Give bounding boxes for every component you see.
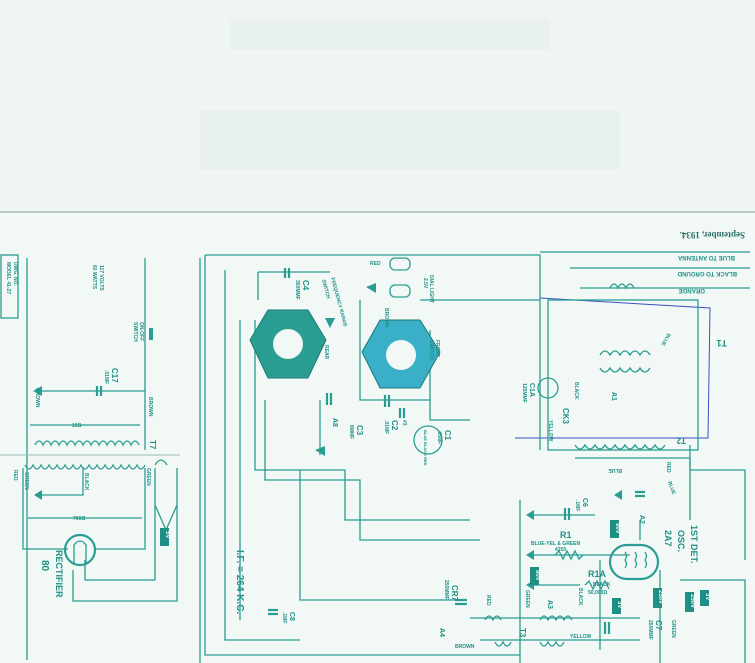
a4-label: A4 <box>438 628 445 637</box>
brown-label-osc: BROWN <box>455 644 475 650</box>
yellow-label: YELLOW <box>570 634 592 640</box>
brown-wire-label: BROWN <box>383 308 389 328</box>
osc-blue-label: BLUE <box>666 481 677 496</box>
date-text: September, 1934. <box>680 230 745 240</box>
c6-label: C6 <box>581 498 588 507</box>
power-supply-section: DWG. NO. MODEL 41-27 117 VOLTS 60 WATTS … <box>0 254 201 663</box>
r1-colors: BLUE-YEL & GREEN <box>531 541 580 547</box>
red-label-osc: RED <box>485 595 491 606</box>
c2-label: C2 <box>390 420 399 431</box>
faded-diagram <box>200 110 620 170</box>
c4-value: 350MMF <box>294 280 300 300</box>
rectifier-label: RECTIFIER <box>54 550 64 598</box>
front-switch-label: FRONT <box>434 340 440 357</box>
t1-black-label: BLACK <box>573 382 579 400</box>
c6-value: .1MF <box>574 500 580 511</box>
brown-label-right: BROWN <box>147 397 153 417</box>
c2-number: #3 <box>401 420 407 426</box>
r1-value: 4250 <box>555 547 566 553</box>
dwg-no-label: DWG. NO. <box>12 262 18 286</box>
osc-tube <box>608 543 660 581</box>
a8-label: A8 <box>331 418 338 427</box>
voltage-badge-250v-a: 250V <box>657 590 663 604</box>
a1-label: A1 <box>610 392 617 401</box>
dial-light-label: DIAL LIGHT <box>428 275 434 303</box>
cr7-value: 250MMF <box>443 580 449 600</box>
rear-label: REAR <box>323 345 329 360</box>
model-label: MODEL 41-27 <box>5 262 11 294</box>
c7-value: 250MMF <box>647 620 653 640</box>
c1a-value: 125MMF <box>521 383 527 403</box>
switch-label-2: SWITCH <box>132 322 138 342</box>
faded-text-block <box>230 20 550 50</box>
c17-label: C17 <box>110 368 119 383</box>
filament-voltage-badge: 5V <box>164 531 170 538</box>
c1-value: .05MF <box>436 430 442 444</box>
voltage-badge-90v-a: 90V <box>614 523 620 534</box>
r1-label: R1 <box>560 530 572 540</box>
a2-label: A2 <box>638 515 645 524</box>
c1-label: C1 <box>443 430 452 441</box>
dial-light-voltage: 2.5V <box>422 278 428 289</box>
front-switch-label-2: SWITCH <box>428 340 434 360</box>
r700-label: 700Ω <box>73 516 85 522</box>
tube-label-2: OSC. <box>676 530 686 552</box>
c1-colors: BLUE BLACK RED <box>423 430 428 466</box>
tube-label-3: 2A7 <box>663 530 673 547</box>
r1a-label: R1A <box>588 569 607 579</box>
c8-capacitor: C8 .1MF <box>268 608 295 623</box>
t1-label: T1 <box>716 338 727 348</box>
blue-to-antenna-label: BLUE TO ANTENNA <box>677 254 735 260</box>
black-to-ground-label: BLACK TO GROUND <box>677 270 737 276</box>
green-label-osc: GREEN <box>524 590 530 608</box>
t3-label: T3 <box>518 628 527 638</box>
tube-label-1: 1ST DET. <box>689 525 699 564</box>
antenna-coil-section: T1 BLUE BLACK A1 C1A 125MMF CK3 YELLOW T… <box>521 299 727 520</box>
voltage-badge-3v-b: 3V <box>704 593 710 600</box>
t7-label: T7 <box>148 440 157 450</box>
rectifier-type: 80 <box>39 560 50 572</box>
c3-value: 8MMF <box>348 425 354 439</box>
green-label-left: GREEN <box>23 472 29 490</box>
c2-value: .01MF <box>383 420 389 434</box>
red-wire-label: RED <box>370 261 381 267</box>
t1-yellow-label: YELLOW <box>547 420 553 442</box>
t2-label: T2 <box>676 436 686 445</box>
oscillator-section: R1 BLUE-YEL & GREEN 4250 1ST DET. OSC. 2… <box>438 458 746 663</box>
c8-label: C8 <box>288 612 295 621</box>
c7-label: C7 <box>654 620 663 631</box>
r16-label: 16Ω <box>72 423 82 429</box>
orange-label: ORANGE <box>679 287 705 293</box>
red-label: RED <box>12 470 18 481</box>
c17-value: .01MF <box>103 370 109 384</box>
pen-markup <box>515 297 711 439</box>
t1-blue-label: BLUE <box>659 332 671 347</box>
rf-section: C4 350MMF FREQUENCY RANGE SWITCH REAR RE… <box>204 254 541 656</box>
green-label-osc-right: GREEN <box>670 620 676 638</box>
green-label-right: GREEN <box>145 468 151 486</box>
black-label: BLACK <box>83 473 89 491</box>
cr7-label: CR7 <box>450 585 459 602</box>
voltage-badge-90v-b: 90V <box>534 570 540 581</box>
voltage-badge-250v-b: 250V <box>689 594 695 608</box>
r1a-value: 50,000Ω <box>588 590 607 596</box>
voltage-badge-3v-a: 3V <box>616 601 622 608</box>
switch-label-1: ON-OFF <box>138 322 144 341</box>
rating-volts: 117 VOLTS <box>98 265 104 291</box>
brown-label-left: BROWN <box>34 388 40 408</box>
a3-label: A3 <box>546 600 553 609</box>
r1a-color: BLACK <box>593 582 611 588</box>
c1a-label: C1A <box>528 383 535 397</box>
t2-blue-label: BLUE <box>608 467 622 473</box>
t2-red-label: RED <box>665 462 671 473</box>
ck3-label: CK3 <box>561 408 570 425</box>
c8-value: .1MF <box>281 612 287 623</box>
antenna-leads: BLUE TO ANTENNA BLACK TO GROUND ORANGE <box>540 251 750 293</box>
c4-label: C4 <box>301 280 310 291</box>
rating-watts: 60 WATTS <box>91 265 97 290</box>
osc-black-label: BLACK <box>577 588 583 606</box>
c3-label: C3 <box>355 425 364 436</box>
freq-switch-label-2: SWITCH <box>320 279 331 300</box>
